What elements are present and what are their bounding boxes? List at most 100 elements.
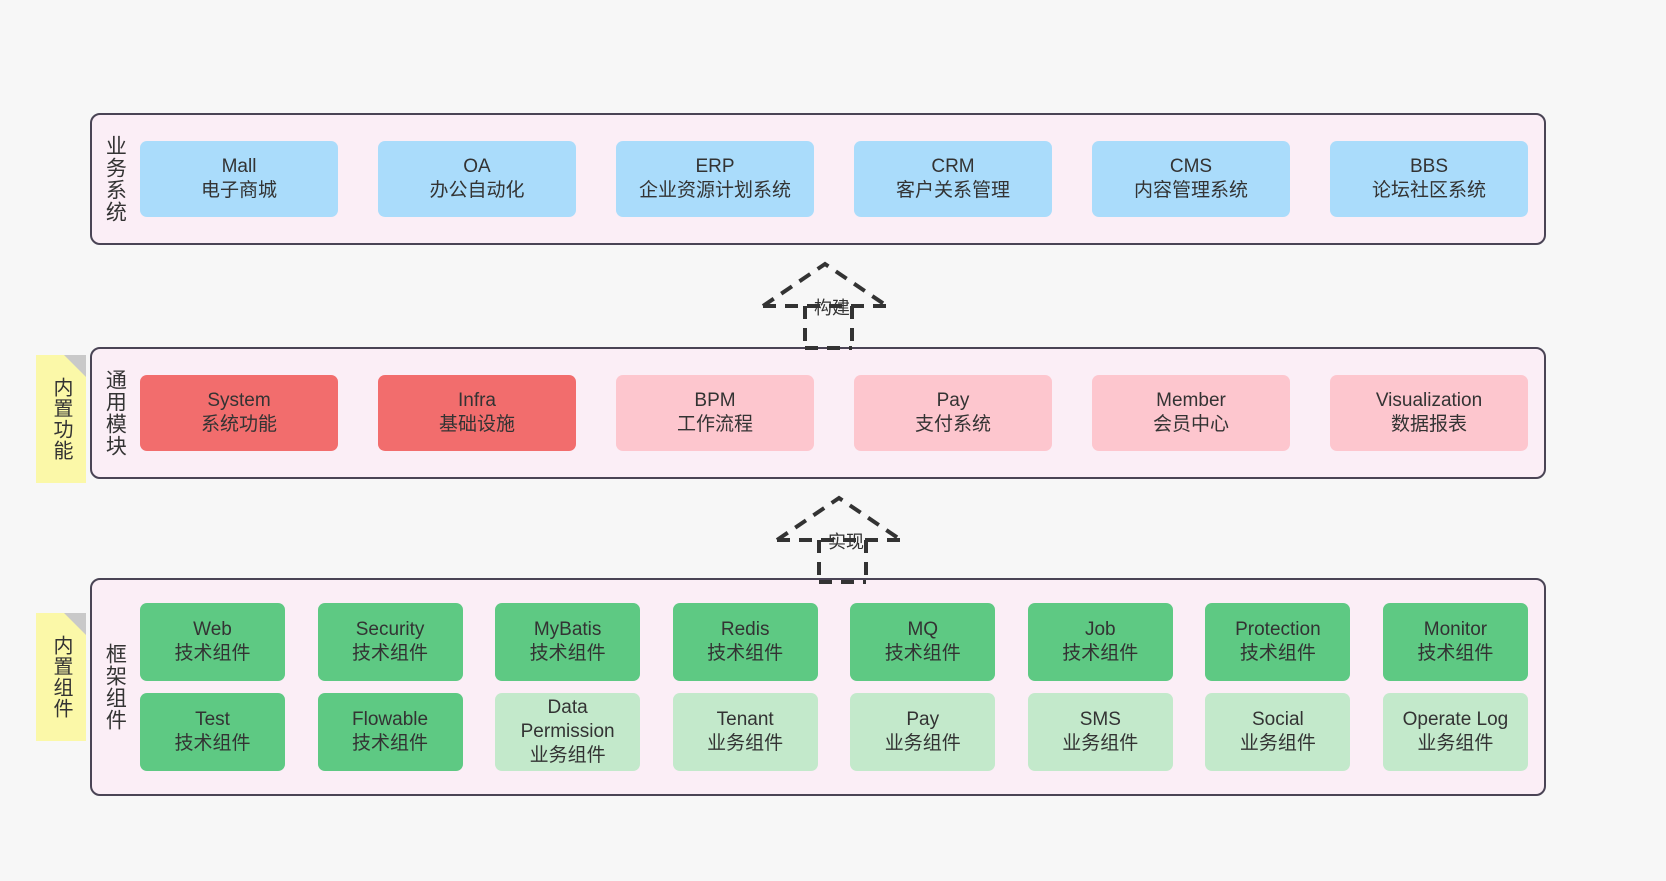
node-test[interactable]: Test 技术组件 [140, 693, 285, 771]
node-infra[interactable]: Infra 基础设施 [378, 375, 576, 451]
node-redis[interactable]: Redis 技术组件 [672, 603, 818, 681]
node-label-en: System [207, 389, 271, 411]
node-label-en: BPM [694, 389, 736, 411]
node-label-en: Infra [457, 389, 497, 411]
node-label-en: Tenant [716, 708, 774, 730]
node-social[interactable]: Social 业务组件 [1205, 693, 1351, 771]
node-label-en: BBS [1409, 155, 1449, 177]
node-label-cn: 工作流程 [676, 414, 753, 435]
layer-title-framework-component: 框架组件 [103, 643, 127, 731]
node-label-en: Monitor [1423, 618, 1488, 640]
node-crm[interactable]: CRM 客户关系管理 [854, 141, 1052, 217]
node-label-en: Redis [720, 618, 770, 640]
node-protection[interactable]: Protection 技术组件 [1205, 603, 1351, 681]
connector-label-build: 构建 [814, 298, 850, 318]
connector-label-implement: 实现 [828, 532, 864, 552]
node-label-cn: 业务组件 [529, 745, 606, 767]
node-label-en: Protection [1235, 618, 1321, 640]
node-label-cn: 技术组件 [174, 643, 251, 664]
node-system[interactable]: System 系统功能 [140, 375, 338, 451]
node-label-en: Job [1084, 618, 1116, 640]
node-bpm[interactable]: BPM 工作流程 [616, 375, 814, 451]
node-monitor[interactable]: Monitor 技术组件 [1382, 603, 1528, 681]
node-label-en: Test [195, 708, 230, 730]
node-label-en: MQ [907, 618, 939, 640]
layer-common-module[interactable]: 通用模块 System 系统功能 Infra 基础设施 BPM 工作流程 Pay 支付系统 Me… [90, 347, 1546, 479]
node-label-en: Web [193, 618, 232, 640]
node-label-cn: 客户关系管理 [895, 180, 1010, 201]
node-label-cn: 基础设施 [438, 414, 515, 435]
layer-body-business-system: Mall 电子商城 OA 办公自动化 ERP 企业资源计划系统 CRM 客户关系管理 CMS 内容… [136, 115, 1544, 243]
node-label-cn: 技术组件 [1239, 643, 1316, 664]
node-oa[interactable]: OA 办公自动化 [378, 141, 576, 217]
node-erp[interactable]: ERP 企业资源计划系统 [616, 141, 814, 217]
node-pay[interactable]: Pay 支付系统 [854, 375, 1052, 451]
node-tenant[interactable]: Tenant 业务组件 [672, 693, 818, 771]
node-cms[interactable]: CMS 内容管理系统 [1092, 141, 1290, 217]
node-label-cn: 电子商城 [200, 180, 277, 201]
node-data-permission[interactable]: Data Permission 业务组件 [495, 693, 641, 771]
node-operate-log[interactable]: Operate Log 业务组件 [1382, 693, 1528, 771]
node-label-cn: 业务组件 [1417, 733, 1494, 754]
node-label-cn: 技术组件 [174, 733, 251, 754]
node-security[interactable]: Security 技术组件 [317, 603, 463, 681]
node-label-en: CRM [931, 155, 975, 177]
node-label-cn: 系统功能 [200, 414, 277, 435]
node-label-cn: 技术组件 [1417, 643, 1494, 664]
node-label-en: OA [463, 155, 491, 177]
node-label-cn: 业务组件 [884, 733, 961, 754]
node-label-en: Social [1252, 708, 1304, 730]
node-web[interactable]: Web 技术组件 [140, 603, 285, 681]
node-label-cn: 技术组件 [529, 643, 606, 664]
connector-implement-arrow [775, 495, 903, 584]
node-label-cn: 数据报表 [1390, 414, 1467, 435]
node-label-en: Data Permission [520, 696, 615, 742]
node-label-en: Pay [936, 389, 970, 411]
node-job[interactable]: Job 技术组件 [1027, 603, 1173, 681]
layer-title-common-module: 通用模块 [103, 369, 127, 457]
sticky-note-builtin-function[interactable]: 内置功能 [36, 355, 86, 483]
node-pay[interactable]: Pay 业务组件 [850, 693, 996, 771]
node-row: Mall 电子商城 OA 办公自动化 ERP 企业资源计划系统 CRM 客户关系管理 CMS 内容… [140, 141, 1528, 217]
node-label-cn: 办公自动化 [429, 180, 525, 201]
node-mall[interactable]: Mall 电子商城 [140, 141, 338, 217]
sticky-note-label: 内置功能 [50, 377, 72, 461]
node-label-en: Pay [906, 708, 940, 730]
node-label-cn: 技术组件 [707, 643, 784, 664]
node-label-en: Operate Log [1402, 708, 1509, 730]
node-label-cn: 业务组件 [1062, 733, 1139, 754]
node-label-en: Mall [221, 155, 257, 177]
sticky-note-builtin-component[interactable]: 内置组件 [36, 613, 86, 741]
arrowhead-triangle-icon [775, 495, 903, 542]
node-label-en: CMS [1169, 155, 1213, 177]
node-label-cn: 技术组件 [1062, 643, 1139, 664]
node-label-cn: 技术组件 [352, 733, 429, 754]
node-label-cn: 支付系统 [914, 414, 991, 435]
node-label-cn: 内容管理系统 [1133, 180, 1248, 201]
node-label-en: Security [355, 618, 425, 640]
node-label-cn: 技术组件 [352, 643, 429, 664]
node-label-cn: 会员中心 [1152, 414, 1229, 435]
connector-build-arrow [761, 261, 889, 350]
node-label-cn: 业务组件 [1239, 733, 1316, 754]
arrowhead-triangle-icon [761, 261, 889, 308]
sticky-note-label: 内置组件 [50, 635, 72, 719]
node-label-cn: 业务组件 [707, 733, 784, 754]
node-label-cn: 企业资源计划系统 [638, 180, 791, 201]
node-label-en: ERP [695, 155, 735, 177]
